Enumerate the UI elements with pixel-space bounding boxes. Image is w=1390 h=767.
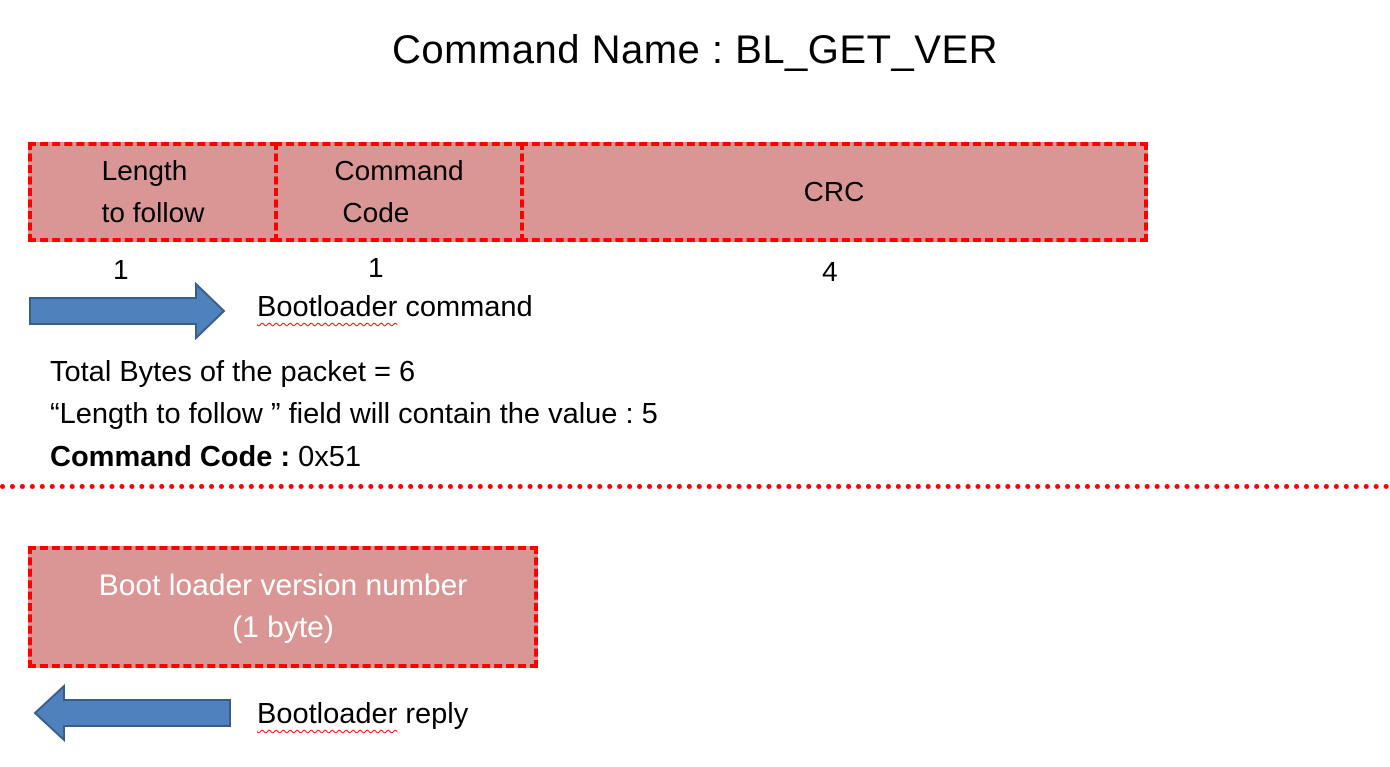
right-arrow-icon <box>29 281 226 341</box>
field-length-label-line2: to follow <box>101 197 205 228</box>
field-length-label: Length to follow <box>102 150 205 234</box>
total-bytes-text: Total Bytes of the packet = 6 <box>50 356 416 388</box>
length-field-text: “Length to follow ” field will contain t… <box>50 398 658 430</box>
field-crc-label: CRC <box>803 176 865 207</box>
reply-version-line1: Boot loader version number <box>98 569 468 602</box>
bootloader-command-word: Bootloader <box>257 291 398 323</box>
bootloader-reply-caption: Bootloader reply <box>257 698 468 731</box>
field-command-code-label: Command Code <box>334 150 463 234</box>
field-command-code: Command Code <box>274 142 524 242</box>
bootloader-reply-suffix: reply <box>397 698 469 730</box>
left-arrow-icon <box>33 683 231 743</box>
field-length-to-follow: Length to follow <box>28 142 278 242</box>
field-crc: CRC <box>520 142 1148 242</box>
command-code-text: Command Code : 0x51 <box>50 441 361 474</box>
reply-version-line2: (1 byte) <box>232 611 334 644</box>
bootloader-command-suffix: command <box>397 291 533 323</box>
bootloader-reply-word: Bootloader <box>257 698 398 730</box>
reply-version-box: Boot loader version number (1 byte) <box>28 546 538 668</box>
field-length-label-line1: Length <box>101 155 188 186</box>
section-divider <box>0 484 1390 489</box>
field-command-code-label-line1: Command <box>334 155 464 186</box>
command-code-value: 0x51 <box>298 441 362 473</box>
command-code-label: Command Code : <box>50 441 299 473</box>
field-crc-size: 4 <box>822 256 838 287</box>
bootloader-command-caption: Bootloader command <box>257 291 533 324</box>
field-command-code-label-line2: Code <box>342 197 410 228</box>
page-title: Command Name : BL_GET_VER <box>391 28 999 72</box>
field-length-size: 1 <box>113 254 129 285</box>
field-command-code-size: 1 <box>368 252 384 283</box>
